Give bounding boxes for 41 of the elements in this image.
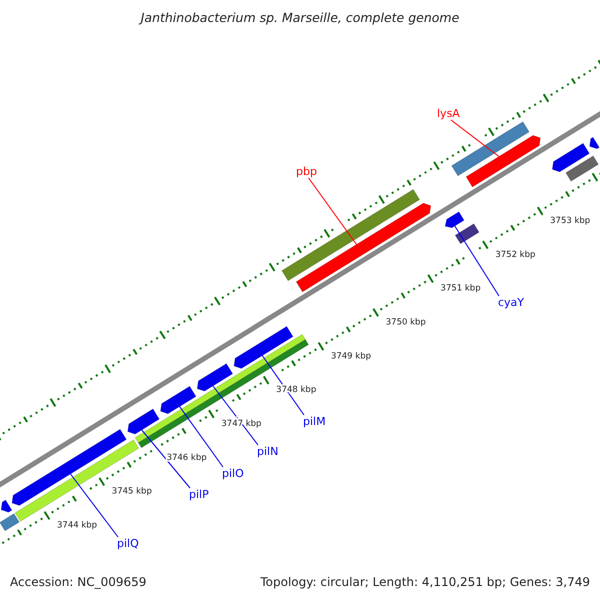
gene-block bbox=[589, 136, 600, 150]
leader-line bbox=[454, 226, 500, 296]
gene-label: pbp bbox=[296, 165, 317, 178]
scale-label: 3744 kbp bbox=[57, 520, 98, 531]
scale-label: 3750 kbp bbox=[386, 318, 426, 328]
gene-label: pilP bbox=[189, 488, 209, 501]
gene-block bbox=[444, 212, 464, 228]
scale-label: 3747 kbp bbox=[221, 419, 262, 429]
gene-block bbox=[454, 223, 480, 244]
genome-info-text: Topology: circular; Length: 4,110,251 bp; Genes: 3,749 bbox=[260, 575, 590, 589]
gene-block bbox=[160, 386, 196, 414]
gene-block bbox=[552, 143, 590, 172]
accession-text: Accession: NC_009659 bbox=[10, 575, 146, 589]
leader-line bbox=[308, 178, 357, 245]
gene-block bbox=[127, 408, 160, 434]
gene-block bbox=[196, 363, 233, 392]
gene-label: pilM bbox=[303, 415, 326, 428]
scale-label: 3751 kbp bbox=[440, 284, 481, 294]
gene-block bbox=[296, 202, 432, 292]
gene-block bbox=[466, 135, 541, 188]
scale-label: 3753 kbp bbox=[550, 216, 590, 226]
gene-block bbox=[0, 513, 20, 532]
scale-label: 3745 kbp bbox=[112, 486, 152, 497]
scale-label: 3746 kbp bbox=[166, 452, 207, 463]
leader-line bbox=[450, 120, 500, 157]
gene-label: cyaY bbox=[498, 296, 524, 309]
scale-label: 3752 kbp bbox=[495, 250, 536, 260]
title: Janthinobacterium sp. Marseille, complete genome bbox=[140, 10, 460, 25]
gene-label: pilO bbox=[222, 467, 244, 480]
scale-label: 3749 kbp bbox=[330, 351, 372, 362]
gene-label: pilN bbox=[257, 445, 278, 458]
gene-block bbox=[566, 156, 599, 182]
gene-block bbox=[0, 500, 12, 513]
gene-block bbox=[282, 189, 420, 282]
gene-label: lysA bbox=[437, 107, 460, 120]
gene-label: pilQ bbox=[117, 537, 139, 550]
leader-line bbox=[212, 386, 258, 446]
gene-block bbox=[451, 121, 530, 176]
gene-block bbox=[234, 326, 294, 369]
leader-line bbox=[262, 355, 304, 416]
leader-line bbox=[179, 406, 224, 468]
